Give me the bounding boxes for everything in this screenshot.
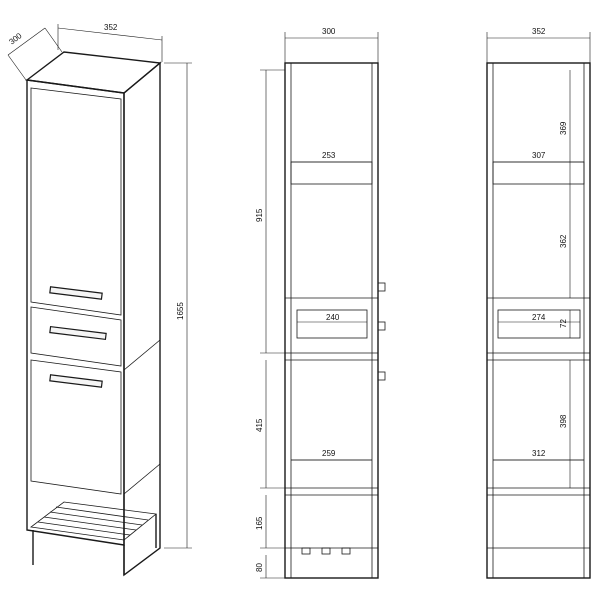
iso-drawer-handle [49, 325, 107, 341]
front-width-label: 352 [532, 27, 546, 36]
iso-drawer [30, 306, 122, 367]
side-middle-height-label: 415 [255, 418, 264, 432]
front-upper-space-label: 369 [559, 121, 568, 135]
side-upper-shelf [290, 161, 373, 185]
iso-base-shelf [29, 501, 157, 541]
front-lower-shelf-label: 312 [532, 449, 546, 458]
iso-upper-door-handle [49, 286, 103, 300]
side-drawer-label: 240 [326, 313, 340, 322]
iso-depth-label: 300 [7, 31, 23, 47]
side-handle-upper [377, 282, 386, 292]
side-legs-height-label: 80 [255, 563, 264, 572]
iso-side-face [123, 61, 161, 577]
iso-side-bottom [123, 463, 161, 495]
side-handle-drawer [377, 321, 386, 331]
iso-height-label: 1655 [176, 302, 185, 320]
front-middle-space-label: 362 [559, 234, 568, 248]
iso-side-divider [123, 339, 161, 371]
side-width-label: 300 [322, 27, 336, 36]
side-outline [284, 62, 379, 579]
side-lower-shelf-label: 259 [322, 449, 336, 458]
side-view: 300 253 240 259 915 415 165 80 [255, 27, 386, 579]
front-lower-space-label: 398 [559, 414, 568, 428]
front-view: 352 307 274 72 369 362 312 398 [486, 27, 591, 579]
iso-lower-door-handle [49, 374, 103, 388]
iso-top-face [25, 51, 162, 94]
iso-shelf-slats [37, 506, 149, 536]
iso-width-dim-line [57, 27, 163, 41]
side-shelf-label: 253 [322, 151, 336, 160]
side-drawer-box [296, 309, 368, 339]
iso-upper-door [30, 87, 122, 316]
side-handle-lower [377, 371, 386, 381]
side-base-slats [301, 547, 351, 555]
iso-depth-dim-line [7, 27, 46, 56]
front-outline [486, 62, 591, 579]
iso-width-label: 352 [104, 23, 118, 32]
front-drawer-label: 274 [532, 313, 546, 322]
front-drawer-box [497, 309, 581, 339]
front-shelf-label: 307 [532, 151, 546, 160]
side-lower-height-label: 165 [255, 516, 264, 530]
isometric-view: 352 300 1655 [7, 23, 192, 577]
iso-front-face [26, 79, 125, 546]
side-upper-height-label: 915 [255, 208, 264, 222]
iso-lower-door [30, 359, 122, 495]
front-drawer-height-label: 72 [559, 319, 568, 328]
front-upper-shelf [492, 161, 585, 185]
